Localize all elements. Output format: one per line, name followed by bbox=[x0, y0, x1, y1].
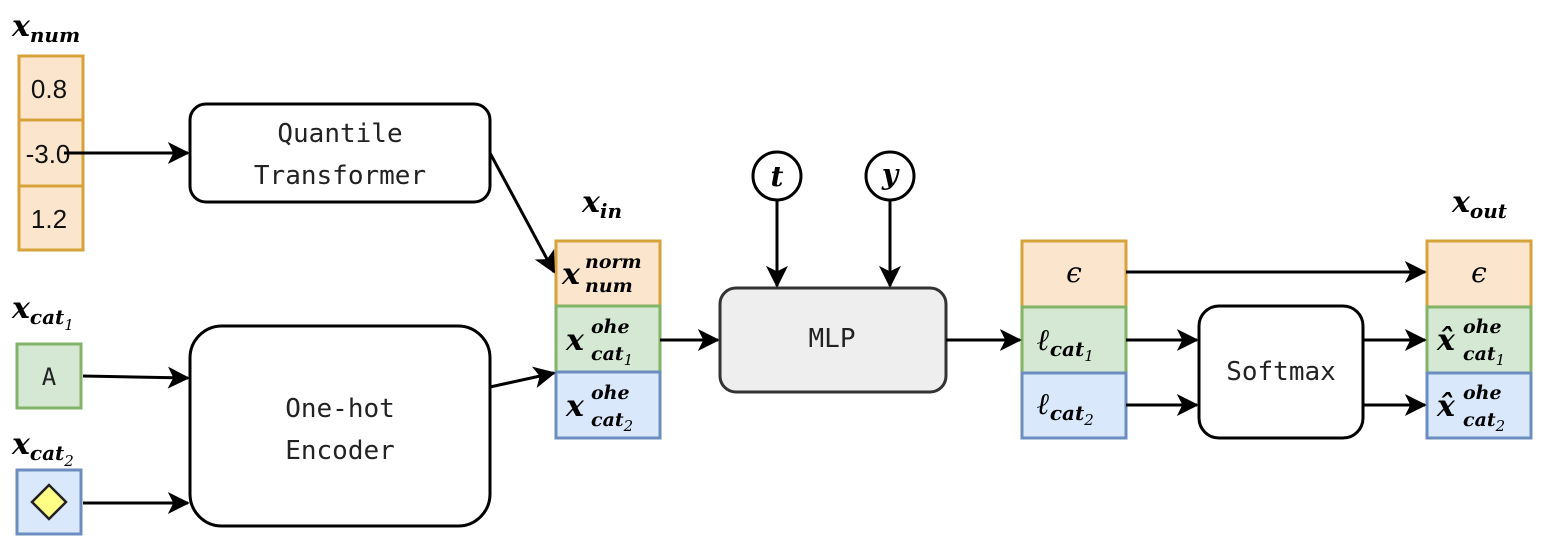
y-condition-label: y bbox=[881, 158, 900, 191]
x-out-eps-cell bbox=[1425, 239, 1533, 309]
edge-quantile-to-xin bbox=[488, 152, 556, 274]
quantile-line-1: Quantile bbox=[277, 119, 402, 149]
x-cat1-label: xcat1 bbox=[11, 291, 74, 334]
x-out-cat1-cell bbox=[1425, 305, 1533, 375]
quantile-line-2: Transformer bbox=[254, 161, 426, 191]
diamond-icon bbox=[30, 483, 68, 521]
x-out-cat2-sub: cat2 bbox=[1463, 409, 1505, 435]
x-out-cat2-cell bbox=[1425, 371, 1533, 440]
mlp-out-eps-cell bbox=[1020, 239, 1128, 309]
x-in-cat2-symbol: x bbox=[565, 389, 585, 424]
cat2-input-cell bbox=[15, 468, 83, 536]
onehot-encoder-block bbox=[188, 324, 492, 528]
x-in-num-sup: norm bbox=[585, 251, 642, 273]
cat1-input-value: A bbox=[42, 363, 57, 391]
x-out-label: xout bbox=[1451, 185, 1508, 223]
x-out-cat1-sub: cat1 bbox=[1463, 343, 1505, 369]
x-cat2-label: xcat2 bbox=[11, 427, 74, 470]
num-value-1: 0.8 bbox=[31, 74, 67, 104]
x-in-cat1-sup: ohe bbox=[591, 316, 630, 338]
x-in-label: xin bbox=[581, 185, 622, 223]
x-out-cat2-sup: ohe bbox=[1463, 382, 1502, 404]
mlp-out-logit2: ℓcat2 bbox=[1037, 387, 1094, 429]
mlp-out-eps: ϵ bbox=[1066, 256, 1082, 289]
x-in-num-cell bbox=[554, 239, 662, 308]
x-num-label: xnum bbox=[11, 9, 80, 47]
edge-cat1-to-onehot bbox=[82, 366, 190, 389]
x-out-cat1-sup: ohe bbox=[1463, 316, 1502, 338]
x-in-cat2-sup: ohe bbox=[591, 382, 630, 404]
x-in-num-sub: num bbox=[585, 275, 633, 297]
mlp-out-logit1: ℓcat1 bbox=[1037, 323, 1094, 365]
softmax-block bbox=[1197, 304, 1365, 440]
x-in-cat1-sub: cat1 bbox=[591, 343, 633, 369]
x-out-cat1-symbol: x̂ bbox=[1436, 323, 1456, 358]
x-in-cat2-sub: cat2 bbox=[591, 409, 633, 435]
cat1-input-cell bbox=[15, 342, 83, 410]
mlp-label: MLP bbox=[809, 324, 856, 354]
edge-onehot-to-xin bbox=[489, 366, 556, 389]
num-cell-3 bbox=[17, 184, 85, 252]
onehot-line-1: One-hot bbox=[285, 394, 395, 424]
x-out-eps: ϵ bbox=[1471, 256, 1487, 289]
t-condition-label: t bbox=[771, 160, 784, 193]
x-in-cat2-cell bbox=[554, 370, 662, 440]
x-in-cat1-symbol: x bbox=[565, 323, 585, 358]
x-out-cat2-symbol: x̂ bbox=[1436, 389, 1456, 424]
x-in-num-symbol: x bbox=[561, 257, 581, 292]
softmax-label: Softmax bbox=[1226, 357, 1336, 387]
onehot-line-2: Encoder bbox=[285, 436, 395, 466]
num-value-2: -3.0 bbox=[26, 139, 71, 169]
num-value-3: 1.2 bbox=[31, 204, 67, 234]
numeric-input-column: 0.8 -3.0 1.2 bbox=[17, 54, 85, 252]
